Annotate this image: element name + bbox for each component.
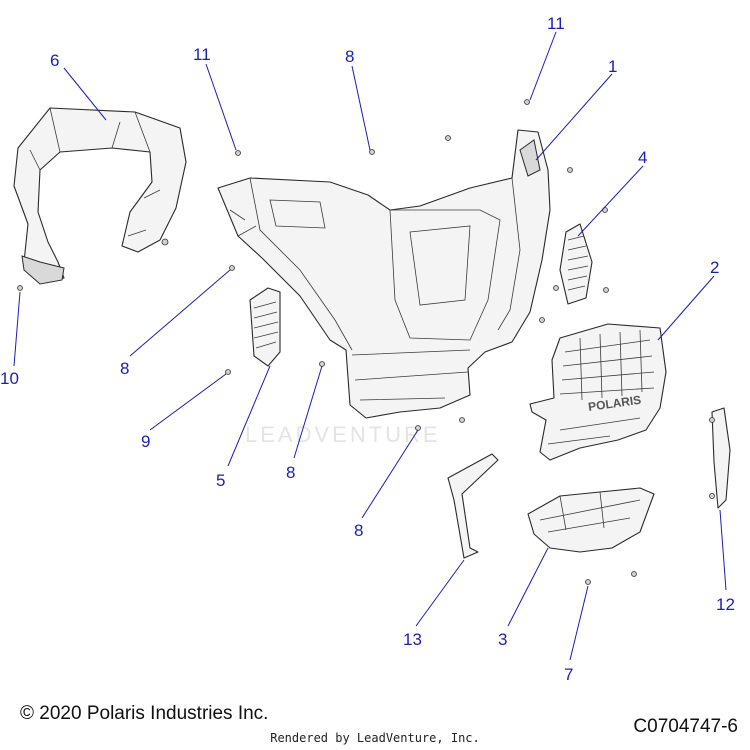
drawing-number: C0704747-6 (633, 716, 738, 737)
part-13-lower-trim (447, 453, 499, 559)
part-1-front-bumper-frame (217, 129, 551, 419)
callout-8-middle: 8 (286, 463, 295, 482)
copyright-text: © 2020 Polaris Industries Inc. (20, 703, 269, 724)
callout-6: 6 (50, 51, 59, 70)
callout-8-top: 8 (345, 47, 354, 66)
callout-11-left: 11 (193, 45, 211, 64)
callout-11-right: 11 (547, 14, 565, 33)
part-12-side-strip (709, 407, 731, 509)
rendered-by-text: Rendered by LeadVenture, Inc. (270, 731, 480, 745)
part-3-lower-panel (527, 487, 655, 553)
callout-10: 10 (0, 369, 19, 388)
fasteners (17, 99, 637, 585)
callout-8-left: 8 (120, 359, 129, 378)
watermark-text: LEADVENTURE (245, 422, 441, 447)
callout-9: 9 (141, 432, 150, 451)
callout-13: 13 (403, 630, 422, 649)
callout-1: 1 (608, 57, 617, 76)
part-6-fender-liner (13, 107, 187, 285)
callout-8-lower: 8 (354, 521, 363, 540)
callout-3: 3 (498, 630, 507, 649)
callout-12: 12 (716, 595, 735, 614)
part-4-right-vent (559, 223, 593, 305)
callout-7: 7 (564, 665, 573, 684)
part-5-left-vent (249, 287, 281, 367)
callout-2: 2 (710, 258, 719, 277)
leader-lines (13, 31, 727, 661)
callout-4: 4 (638, 148, 647, 167)
callout-5: 5 (216, 471, 225, 490)
part-2-grille: POLARIS (529, 323, 667, 461)
